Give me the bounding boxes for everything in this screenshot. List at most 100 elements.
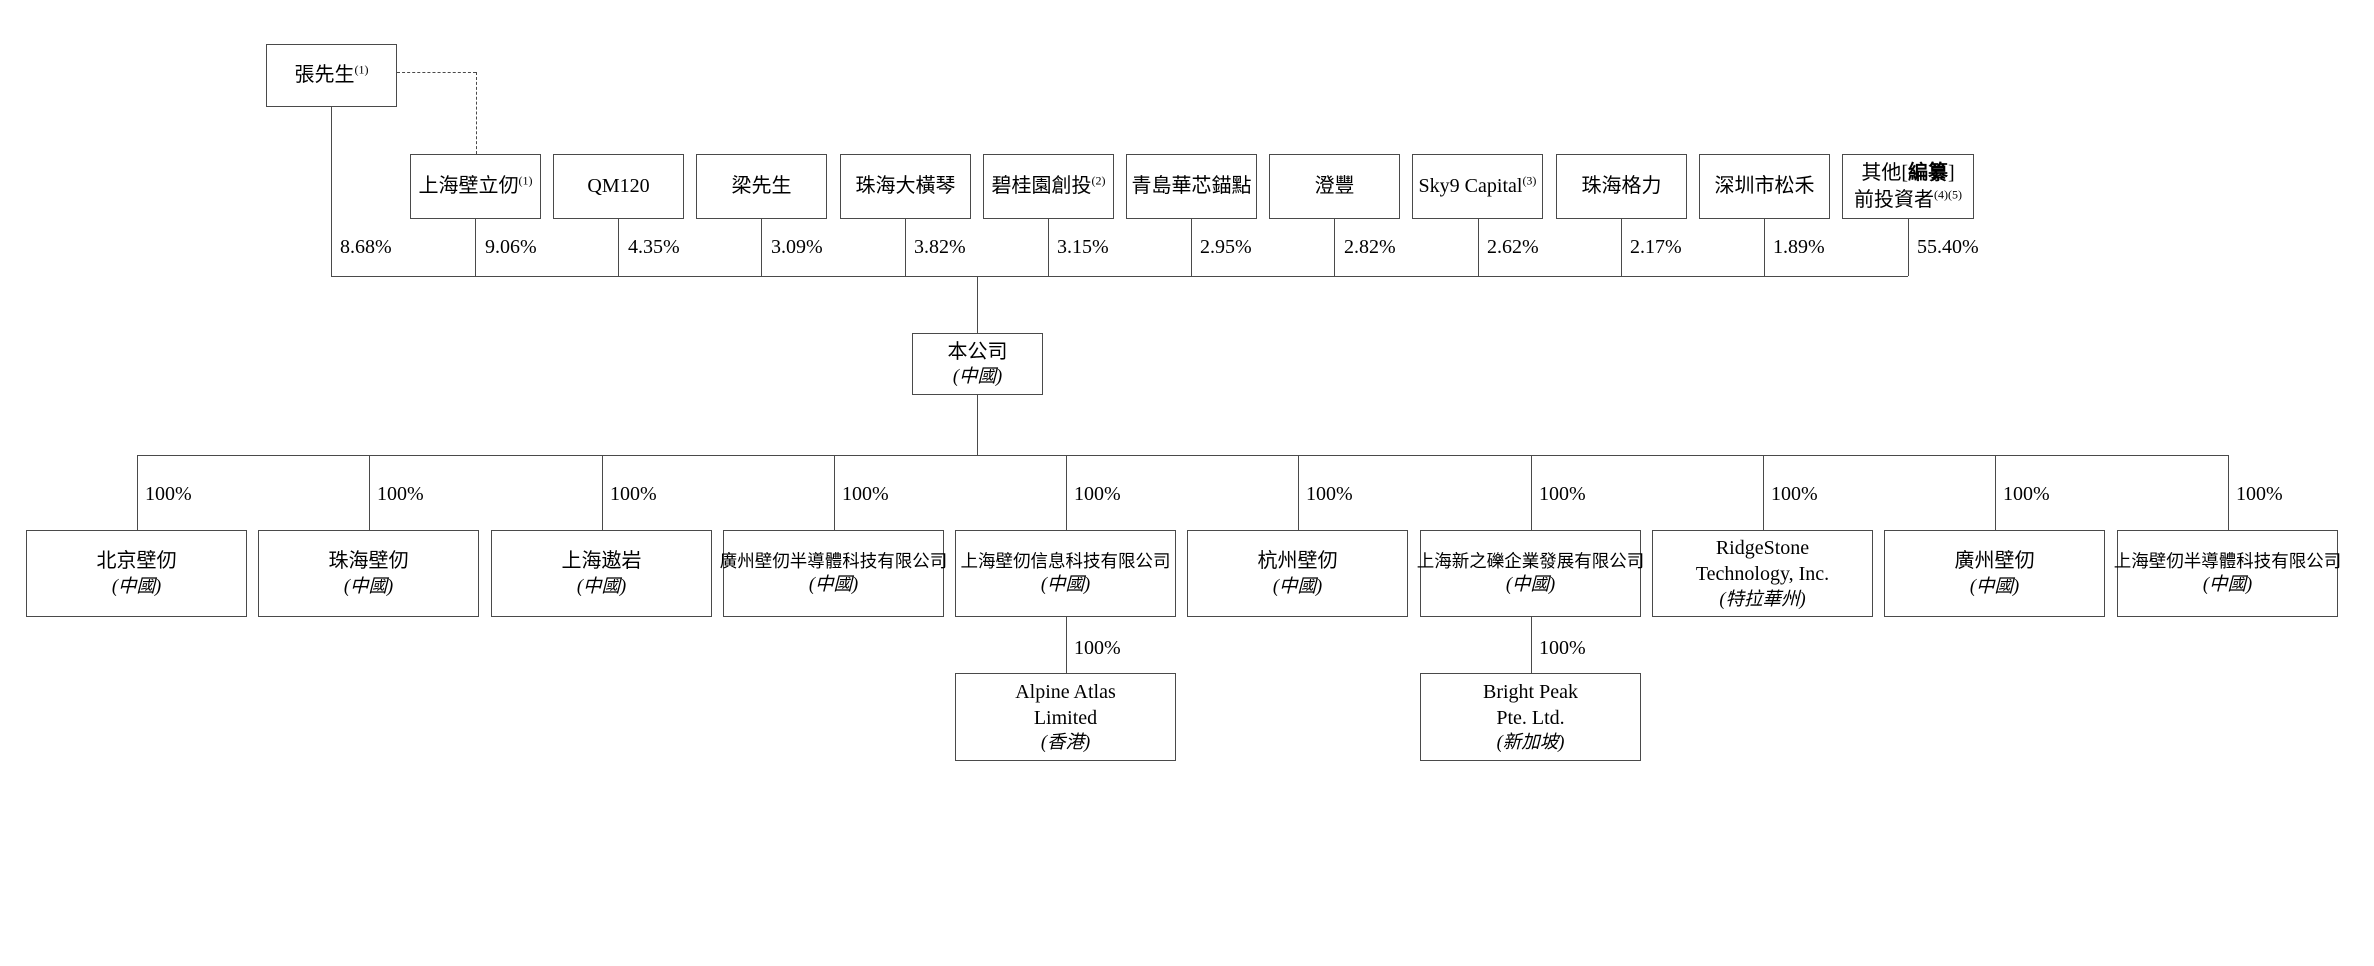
connector [602,455,603,530]
percent-label: 2.82% [1344,236,1396,258]
subsidiary-region: (中國) [343,576,394,597]
sub-subsidiary-region: (新加坡) [1496,733,1565,754]
percent-label: 100% [145,483,192,505]
subsidiary-region: (中國) [111,576,162,597]
subsidiary-region: (中國) [2202,575,2253,596]
shareholder-name: 上海壁立仞(1) [418,173,533,198]
shareholder-box: 梁先生 [696,154,827,219]
percent-label: 4.35% [628,236,680,258]
percent-label: 8.68% [340,236,392,258]
percent-label: 2.62% [1487,236,1539,258]
subsidiary-box: 珠海壁仞 (中國) [258,530,479,617]
connector [1298,455,1299,530]
shareholder-name: 珠海格力 [1581,175,1662,198]
subsidiary-region: (中國) [576,576,627,597]
shareholder-box: 澄豐 [1269,154,1400,219]
shareholder-box: 碧桂園創投(2) [983,154,1114,219]
subsidiary-region: (特拉華州) [1719,589,1806,610]
subsidiary-name: 廣州壁仞 [1954,550,2035,573]
shareholder-box: 青島華芯錨點 [1126,154,1257,219]
connector [1531,617,1532,673]
connector [1048,219,1049,276]
connector [1478,219,1479,276]
subsidiary-region: (中國) [1272,576,1323,597]
percent-label: 100% [2236,483,2283,505]
shareholder-name: 珠海大橫琴 [855,175,956,198]
subsidiary-box: RidgeStone Technology, Inc. (特拉華州) [1652,530,1873,617]
connector-from-company [977,395,978,455]
subsidiary-region: (中國) [1505,575,1556,596]
connector [1334,219,1335,276]
percent-label: 2.17% [1630,236,1682,258]
shareholder-name: QM120 [587,175,650,198]
subsidiary-name: Technology, Inc. [1695,563,1830,586]
connector-to-company [977,276,978,333]
subsidiary-box: 上海遨岩 (中國) [491,530,712,617]
subsidiary-region: (中國) [1969,576,2020,597]
percent-label: 3.15% [1057,236,1109,258]
subsidiary-region: (中國) [1040,575,1091,596]
percent-label: 100% [2003,483,2050,505]
founder-box: 張先生(1) [266,44,397,107]
percent-label: 9.06% [485,236,537,258]
sub-subsidiary-box: Alpine Atlas Limited (香港) [955,673,1176,761]
percent-label: 100% [842,483,889,505]
connector [1995,455,1996,530]
subsidiary-box: 上海壁仞半導體科技有限公司 (中國) [2114,530,2341,617]
connector [761,219,762,276]
footnote-sup: (1) [518,173,533,188]
subsidiary-name: 上海壁仞信息科技有限公司 [960,550,1171,571]
percent-label: 3.82% [914,236,966,258]
sub-subsidiary-box: Bright Peak Pte. Ltd. (新加坡) [1420,673,1641,761]
shareholder-box: 珠海格力 [1556,154,1687,219]
percent-label: 100% [1539,637,1586,659]
shareholder-name: 青島華芯錨點 [1131,175,1252,198]
shareholder-name: 澄豐 [1314,175,1355,198]
subsidiary-name: 珠海壁仞 [328,550,409,573]
shareholder-name: 前投資者(4)(5) [1854,186,1962,211]
subsidiary-box: 杭州壁仞 (中國) [1187,530,1408,617]
connector [1621,219,1622,276]
connector [137,455,138,530]
subsidiary-box: 北京壁仞 (中國) [26,530,247,617]
percent-label: 100% [1539,483,1586,505]
connector [1191,219,1192,276]
shareholder-box: 珠海大橫琴 [840,154,971,219]
connector [475,219,476,276]
company-box: 本公司 (中國) [912,333,1043,395]
percent-label: 3.09% [771,236,823,258]
percent-label: 100% [1074,483,1121,505]
percent-label: 100% [1771,483,1818,505]
shareholder-box: 上海壁立仞(1) [410,154,541,219]
shareholder-box: 其他[編纂] 前投資者(4)(5) [1842,154,1974,219]
percent-label: 1.89% [1773,236,1825,258]
founder-name: 張先生(1) [294,62,369,87]
footnote-sup: (1) [354,62,369,77]
percent-label: 100% [377,483,424,505]
subsidiary-region: (中國) [808,575,859,596]
footnote-sup: (2) [1091,173,1106,188]
company-name: 本公司 [947,340,1008,363]
subsidiary-box: 上海新之礫企業發展有限公司 (中國) [1417,530,1644,617]
subsidiary-name: RidgeStone [1715,537,1810,560]
company-region: (中國) [952,367,1003,388]
percent-label: 100% [610,483,657,505]
connector-dashed-v [476,72,477,154]
sub-subsidiary-name: Alpine Atlas [1015,680,1116,703]
percent-label: 55.40% [1917,236,1979,258]
subsidiary-name: 廣州壁仞半導體科技有限公司 [719,550,948,571]
subsidiary-name: 上海新之礫企業發展有限公司 [1416,550,1645,571]
connector-dashed-h [397,72,476,73]
connector [1908,219,1909,276]
connector [1531,455,1532,530]
connector [905,219,906,276]
footnote-sup: (4)(5) [1934,186,1962,201]
connector [2228,455,2229,530]
percent-label: 2.95% [1200,236,1252,258]
sub-subsidiary-name: Bright Peak [1483,680,1578,703]
connector [1066,455,1067,530]
subsidiary-box: 上海壁仞信息科技有限公司 (中國) [955,530,1176,617]
shareholder-name: 碧桂園創投(2) [991,173,1106,198]
subsidiary-box: 廣州壁仞 (中國) [1884,530,2105,617]
